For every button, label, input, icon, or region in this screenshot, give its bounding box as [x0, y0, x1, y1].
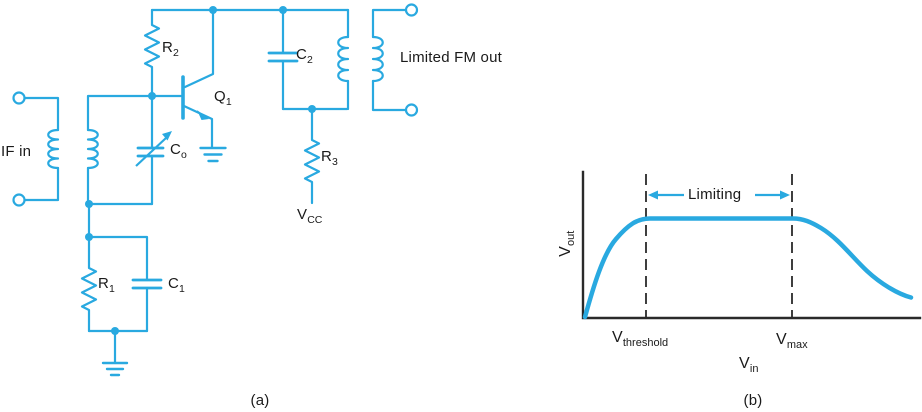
- junction-dot: [308, 105, 316, 113]
- r2-label: R2: [162, 39, 179, 59]
- c0-label: Co: [170, 141, 187, 161]
- c0-variable-arrowhead-icon: [162, 131, 172, 141]
- output-primary-coil-icon: [337, 35, 350, 83]
- junction-dot: [279, 6, 287, 14]
- panel-a-caption: (a): [250, 392, 270, 409]
- junction-dot: [85, 233, 93, 241]
- input-top-wire: [24, 96, 60, 132]
- limiting-region-label: Limiting: [688, 186, 742, 203]
- vin-axis-label: Vin: [739, 355, 759, 375]
- vout-axis-label: Vout: [557, 230, 577, 257]
- resistor-r3: [303, 107, 321, 205]
- limited-fm-out-label: Limited FM out: [400, 49, 502, 66]
- junction-dot: [85, 200, 93, 208]
- q1-emitter-wire: [182, 104, 214, 149]
- q1-collector-wire: [183, 8, 215, 89]
- if-in-top-terminal: [12, 91, 26, 105]
- fm-out-bottom-terminal: [404, 103, 419, 117]
- c2-plates-icon: [267, 51, 299, 63]
- if-in-bottom-terminal: [12, 193, 26, 207]
- output-secondary-coil-icon: [371, 35, 384, 83]
- vcc-label: VCC: [297, 206, 323, 226]
- graph-axes: [581, 170, 922, 320]
- c2-label: C2: [296, 46, 313, 66]
- q1-label: Q1: [214, 88, 232, 108]
- secondary-top-wire: [86, 94, 154, 132]
- limiting-arrow-right-head-icon: [780, 190, 790, 200]
- circuit-schematic: [12, 3, 419, 377]
- c0-plates-icon: [136, 146, 165, 158]
- limiting-arrow-left-head-icon: [648, 190, 658, 200]
- c0-variable-arrow: [135, 137, 167, 167]
- vmax-tick-label: Vmax: [776, 331, 808, 351]
- r3-label: R3: [321, 148, 338, 168]
- resistor-r2: [143, 8, 161, 98]
- outcoil-right-top-wire: [371, 8, 408, 39]
- q1-emitter-arrow-icon: [197, 110, 209, 120]
- r1-label: R1: [98, 275, 115, 295]
- c1-top-wire: [87, 235, 149, 282]
- if-in-label: IF in: [1, 143, 32, 160]
- outcoil-right-bottom-wire: [371, 79, 408, 112]
- c1-plates-icon: [131, 278, 163, 290]
- junction-dot: [111, 327, 119, 335]
- junction-dot: [209, 6, 217, 14]
- input-bottom-wire: [24, 166, 60, 202]
- fm-out-top-terminal: [404, 3, 419, 17]
- input-primary-coil-icon: [47, 128, 60, 170]
- c1-label: C1: [168, 275, 185, 295]
- input-secondary-coil-icon: [86, 128, 99, 170]
- r1c1-ground-icon: [101, 361, 129, 377]
- vthreshold-tick-label: Vthreshold: [612, 329, 669, 349]
- limiting-graph: [581, 170, 922, 320]
- panel-b-caption: (b): [743, 392, 763, 409]
- resistor-r1: [80, 235, 98, 333]
- q1-ground-icon: [199, 146, 227, 163]
- junction-dot: [148, 92, 156, 100]
- limiter-response-curve: [582, 216, 914, 320]
